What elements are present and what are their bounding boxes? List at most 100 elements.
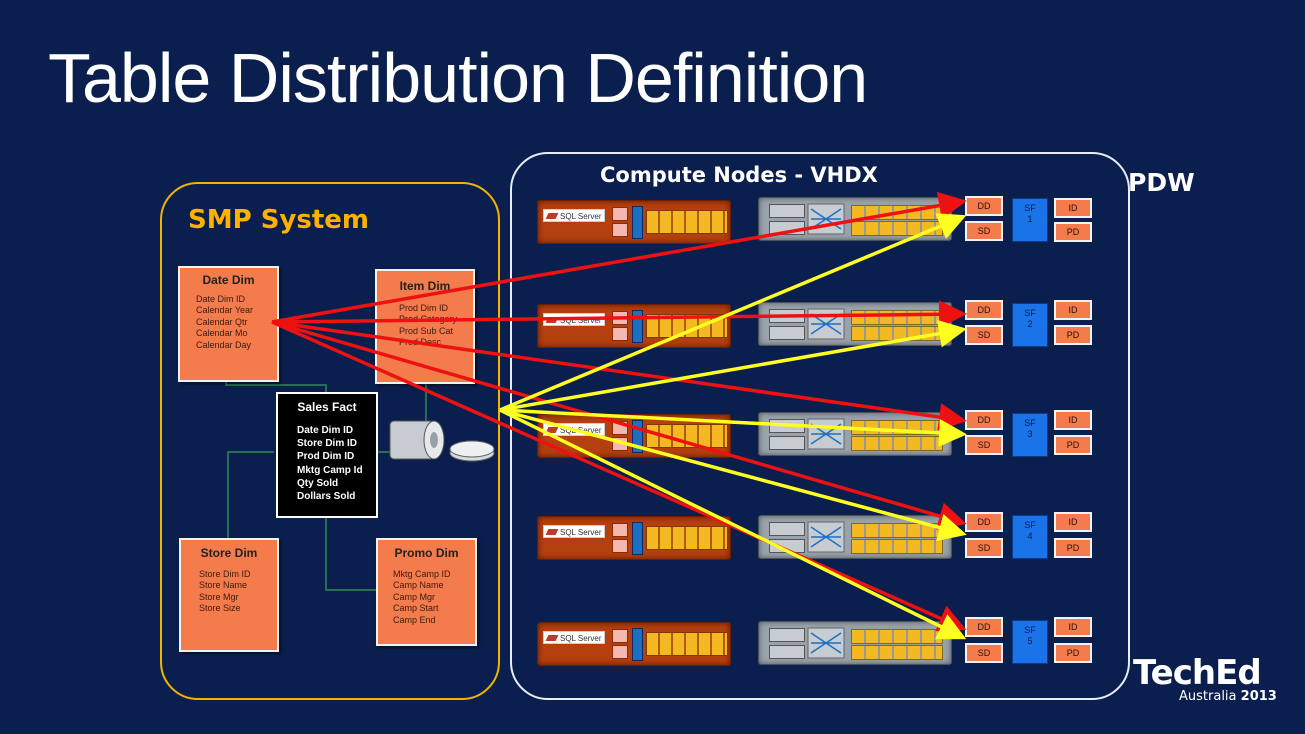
teched-region: Australia: [1179, 689, 1237, 704]
crossbar-icon: [807, 521, 845, 553]
distribute-arrow-5: [499, 408, 967, 640]
crossbar-icon: [807, 418, 845, 450]
memory-slots: [646, 632, 728, 656]
sf-label: SF: [1024, 308, 1036, 318]
disk-slots: [851, 539, 943, 554]
sales-fact-table: Sales Fact Date Dim ID Store Dim ID Prod…: [276, 392, 378, 518]
disk-slots: [851, 645, 943, 660]
id-cell-4: ID: [1054, 512, 1092, 532]
drive-bay: [612, 523, 628, 537]
sql-server-logo: SQL Server: [543, 631, 605, 644]
sf-number: 1: [1027, 214, 1033, 224]
field: Qty Sold: [297, 477, 339, 489]
sf-label: SF: [1024, 418, 1036, 428]
teched-edition: Australia 2013: [1179, 689, 1277, 704]
smp-system-title: SMP System: [188, 205, 370, 235]
field: Camp Start: [393, 603, 439, 614]
memory-slots: [646, 526, 728, 550]
id-cell-5: ID: [1054, 617, 1092, 637]
field: Store Dim ID: [297, 438, 358, 450]
pdw-boundary: [510, 152, 1130, 700]
status-bar: [632, 628, 643, 661]
port-block: [769, 522, 805, 536]
teched-brand: TechEd: [1133, 653, 1262, 693]
database-disk-icon: [389, 420, 495, 462]
smp-system-boundary: [160, 182, 500, 700]
sales-fact-title: Sales Fact: [297, 400, 357, 414]
id-cell-3: ID: [1054, 410, 1092, 430]
sf-label: SF: [1024, 625, 1036, 635]
sf-label: SF: [1024, 520, 1036, 530]
date-dim-table: Date Dim Date Dim ID Calendar Year Calen…: [178, 266, 279, 382]
field: Store Dim ID: [199, 569, 251, 579]
sf-number: 4: [1027, 531, 1033, 541]
id-cell-1: ID: [1054, 198, 1092, 218]
distribute-arrow-1: [499, 213, 967, 412]
promo-dim-table: Promo Dim Mktg Camp ID Camp Name Camp Mg…: [376, 538, 477, 646]
field: Camp Mgr: [393, 591, 436, 602]
distribute-arrow-4: [499, 408, 967, 542]
promo-dim-title: Promo Dim: [394, 546, 459, 560]
store-dim-table: Store Dim Store Dim ID Store Name Store …: [179, 538, 279, 652]
pd-cell-2: PD: [1054, 325, 1092, 345]
teched-year: 2013: [1240, 689, 1277, 704]
field: Store Size: [199, 603, 241, 614]
status-bar: [632, 206, 643, 239]
field: Store Name: [199, 580, 248, 591]
pd-cell-1: PD: [1054, 222, 1092, 242]
sql-server-logo: SQL Server: [543, 209, 605, 222]
port-block: [769, 645, 805, 659]
field: Mktg Camp Id: [297, 464, 363, 476]
status-bar: [632, 310, 643, 343]
promo-dim-fields: Mktg Camp ID Camp Name Camp Mgr Camp Sta…: [393, 569, 451, 626]
field: Date Dim ID: [196, 294, 246, 304]
field: Prod Sub Cat: [399, 325, 454, 336]
port-block: [769, 326, 805, 340]
field: Date Dim ID: [297, 425, 354, 436]
field: Calendar Day: [196, 339, 252, 350]
store-dim-title: Store Dim: [200, 546, 258, 560]
sales-fact-fields: Date Dim ID Store Dim ID Prod Dim ID Mkt…: [297, 424, 363, 503]
link-promo-to-fact: [325, 516, 376, 591]
replicate-arrow-4: [271, 320, 967, 530]
sf-number: 2: [1027, 319, 1033, 329]
field: Camp End: [393, 614, 436, 625]
item-dim-title: Item Dim: [399, 279, 451, 293]
sql-server-logo: SQL Server: [543, 525, 605, 538]
field: Calendar Year: [196, 305, 254, 316]
field: Prod Dim ID: [297, 451, 355, 463]
sd-cell-4: SD: [965, 538, 1003, 558]
field: Calendar Mo: [196, 328, 248, 339]
pdw-title: PDW: [1128, 168, 1195, 197]
drive-bay: [612, 327, 628, 341]
replicate-arrow-5: [271, 320, 967, 632]
sf-label: SF: [1024, 203, 1036, 213]
field: Store Mgr: [199, 591, 239, 602]
field: Dollars Sold: [297, 491, 356, 503]
replicate-arrow-1: [271, 191, 967, 324]
compute-nodes-title: Compute Nodes - VHDX: [600, 163, 878, 187]
port-block: [769, 628, 805, 642]
drive-bay: [612, 629, 628, 643]
sd-cell-5: SD: [965, 643, 1003, 663]
pd-cell-3: PD: [1054, 435, 1092, 455]
compute-node-4: SQL Server: [537, 516, 731, 560]
distribute-arrow-2: [499, 319, 967, 412]
port-block: [769, 436, 805, 450]
teched-logo: TechEd Australia 2013: [1133, 655, 1277, 703]
replicate-arrow-3: [271, 320, 967, 431]
slide-title: Table Distribution Definition: [48, 39, 868, 117]
pd-cell-5: PD: [1054, 643, 1092, 663]
drive-bay: [612, 207, 628, 221]
storage-switch-5: [758, 621, 952, 665]
crossbar-icon: [807, 627, 845, 659]
pd-cell-4: PD: [1054, 538, 1092, 558]
compute-node-5: SQL Server: [537, 622, 731, 666]
distribute-arrow-3: [499, 408, 967, 447]
drive-bay: [612, 223, 628, 237]
